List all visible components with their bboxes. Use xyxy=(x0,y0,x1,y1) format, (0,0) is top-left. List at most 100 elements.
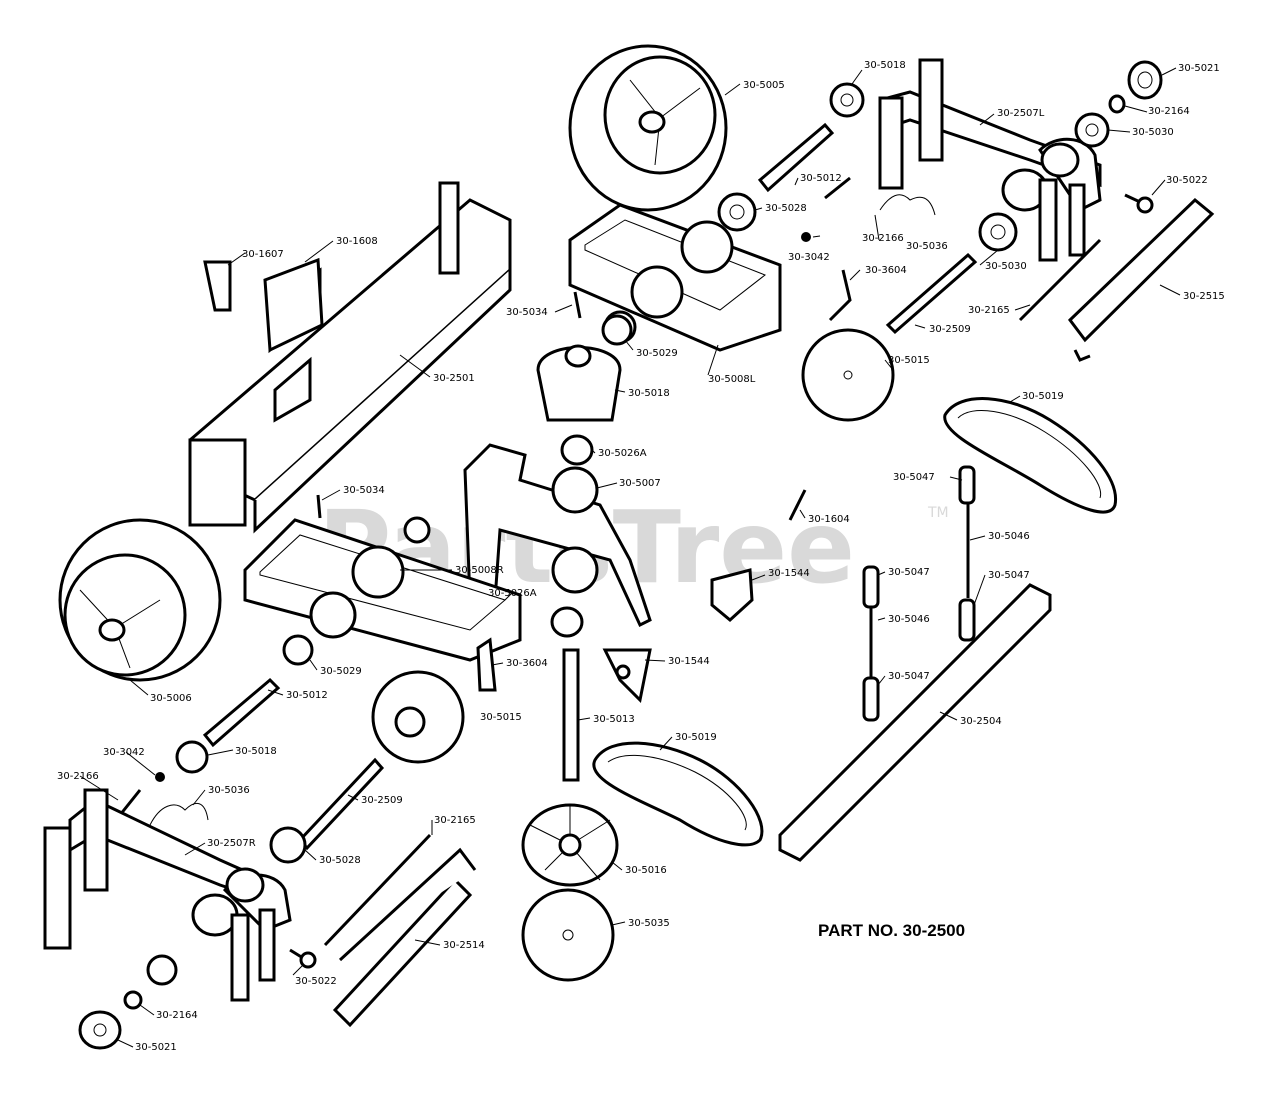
arm-1544-upper xyxy=(710,568,754,622)
label-30-5022-top: 30-5022 xyxy=(1166,175,1208,186)
part-number-title: PART NO. 30-2500 xyxy=(818,921,965,940)
leader-lines xyxy=(79,67,1181,1048)
label-30-5026A-low: 30-5026A xyxy=(488,588,537,599)
label-30-5029-top: 30-5029 xyxy=(636,348,678,359)
bolt-5022-top xyxy=(1124,193,1154,214)
label-30-5018-low: 30-5018 xyxy=(235,746,277,757)
wheel-top xyxy=(568,44,728,212)
label-30-5030-mid: 30-5030 xyxy=(985,261,1027,272)
label-30-1604: 30-1604 xyxy=(808,514,850,525)
label-30-5021-top: 30-5021 xyxy=(1178,63,1220,74)
spring-2165-low xyxy=(323,833,432,947)
gear-case-left xyxy=(568,203,782,352)
bushing-5029-low xyxy=(282,634,314,666)
label-30-5018-center: 30-5018 xyxy=(628,388,670,399)
bolt-5022-low xyxy=(289,948,317,969)
label-30-5008L: 30-5008L xyxy=(708,374,756,385)
label-30-5047-a: 30-5047 xyxy=(893,472,935,483)
label-30-2166-top: 30-2166 xyxy=(862,233,904,244)
collar-5026A-top xyxy=(560,434,594,466)
label-30-2504: 30-2504 xyxy=(960,716,1002,727)
label-30-5013: 30-5013 xyxy=(593,714,635,725)
label-30-5021-low: 30-5021 xyxy=(135,1042,177,1053)
gear-5021-top xyxy=(1127,60,1163,100)
label-30-5019-low: 30-5019 xyxy=(675,732,717,743)
label-30-2166-low: 30-2166 xyxy=(57,771,99,782)
spring-2166-top xyxy=(824,176,851,200)
frame-bracket-left xyxy=(878,58,1102,262)
label-30-2507R: 30-2507R xyxy=(207,838,256,849)
collar-5026A-low xyxy=(550,606,584,638)
label-30-5030-top: 30-5030 xyxy=(1132,127,1174,138)
label-30-5035: 30-5035 xyxy=(628,918,670,929)
label-30-3042-top: 30-3042 xyxy=(788,252,830,263)
bushing-5018-low xyxy=(175,740,209,774)
bushing-5030-mid xyxy=(978,212,1018,252)
label-30-2507L: 30-2507L xyxy=(997,108,1045,119)
label-30-2165-low: 30-2165 xyxy=(434,815,476,826)
gear-case-right xyxy=(243,516,522,662)
spring-5047-low xyxy=(862,676,880,722)
bar-2515 xyxy=(1068,197,1215,362)
wheel-left xyxy=(58,518,222,682)
label-30-5047-b: 30-5047 xyxy=(888,567,930,578)
label-30-5046-mid: 30-5046 xyxy=(888,614,930,625)
label-30-5036-top: 30-5036 xyxy=(906,241,948,252)
spring-5047-top xyxy=(958,465,976,505)
label-30-3042-low: 30-3042 xyxy=(103,747,145,758)
ball-3042-low xyxy=(155,772,165,782)
pulley-5015-low xyxy=(371,670,465,764)
label-30-5006: 30-5006 xyxy=(150,693,192,704)
label-30-5016: 30-5016 xyxy=(625,865,667,876)
label-30-1544-upper: 30-1544 xyxy=(768,568,810,579)
bushing-5030-top xyxy=(1074,112,1110,148)
spring-5034-mid xyxy=(316,494,322,519)
label-30-2509-top: 30-2509 xyxy=(929,324,971,335)
label-30-5046-top: 30-5046 xyxy=(988,531,1030,542)
label-30-1608: 30-1608 xyxy=(336,236,378,247)
label-30-5012-top: 30-5012 xyxy=(800,173,842,184)
bolt-1604 xyxy=(788,489,807,521)
gear-5021-low xyxy=(78,1010,122,1050)
label-30-2164-top: 30-2164 xyxy=(1148,106,1190,117)
bushing-5018-top xyxy=(829,82,865,118)
washer-2164-top xyxy=(1108,94,1126,114)
label-30-5022-low: 30-5022 xyxy=(295,976,337,987)
spring-2166-low xyxy=(118,789,142,816)
label-30-5015-low: 30-5015 xyxy=(480,712,522,723)
watermark-trademark: TM xyxy=(927,505,949,521)
shaft-5012-top xyxy=(757,122,835,193)
label-30-2165-top: 30-2165 xyxy=(968,305,1010,316)
label-30-5034-top: 30-5034 xyxy=(506,307,548,318)
label-30-1544-lower: 30-1544 xyxy=(668,656,710,667)
label-30-5012-low: 30-5012 xyxy=(286,690,328,701)
bracket-1607 xyxy=(203,260,232,312)
label-30-5005: 30-5005 xyxy=(743,80,785,91)
bushing-5028-low xyxy=(269,826,307,864)
bushing-5028-top xyxy=(717,192,757,232)
chain-5019-low xyxy=(592,741,764,847)
drive-pulley-5018 xyxy=(536,344,622,422)
plate-1608 xyxy=(263,257,324,353)
label-30-5018-top: 30-5018 xyxy=(864,60,906,71)
spring-2165-top xyxy=(1018,238,1102,322)
label-30-2501: 30-2501 xyxy=(433,373,475,384)
center-frame-5007 xyxy=(463,443,652,628)
rod-2509-top xyxy=(885,252,978,335)
label-30-5007: 30-5007 xyxy=(619,478,661,489)
ball-3042-top xyxy=(801,232,811,242)
label-30-2164-low: 30-2164 xyxy=(156,1010,198,1021)
clip-3604-low xyxy=(476,637,497,692)
label-30-5036-low: 30-5036 xyxy=(208,785,250,796)
label-30-5015-top: 30-5015 xyxy=(888,355,930,366)
washer-2164-low xyxy=(123,990,143,1010)
pulley-5035 xyxy=(521,888,615,982)
clip-3604-top xyxy=(828,269,852,322)
shaft-5012-low xyxy=(202,677,281,748)
bottom-frame-2504 xyxy=(778,583,1052,862)
label-30-5028-low: 30-5028 xyxy=(319,855,361,866)
chain-5019-top xyxy=(943,397,1118,514)
spring-5047-left xyxy=(862,565,880,609)
spring-5034-top xyxy=(573,291,582,319)
